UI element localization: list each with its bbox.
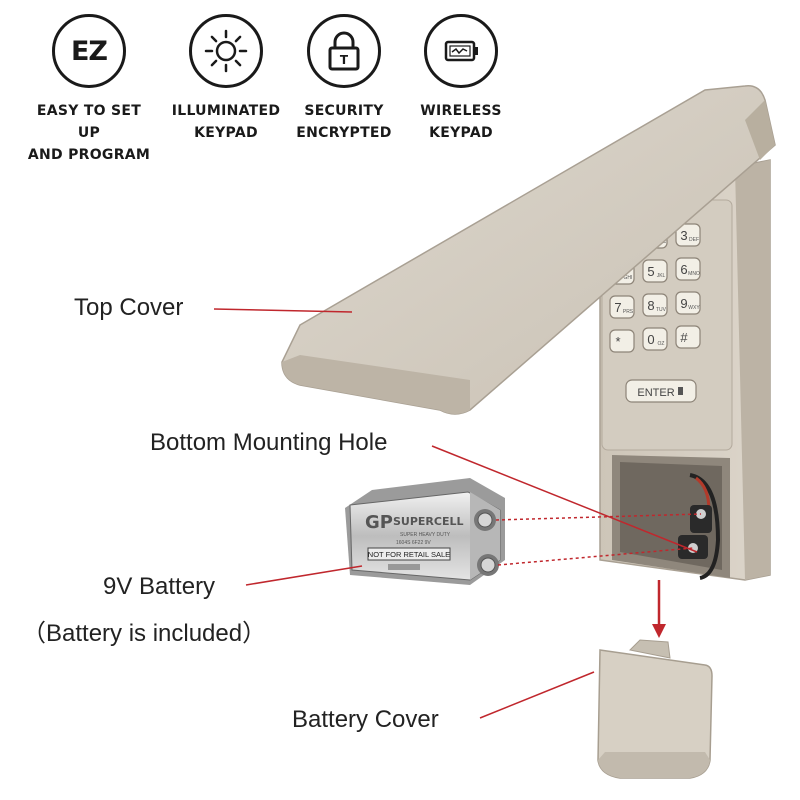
feature-caption: SECURITY ENCRYPTED: [296, 100, 391, 144]
feature-security-encrypted: T SECURITY ENCRYPTED: [279, 14, 409, 144]
battery-cover: [597, 639, 713, 779]
battery-text-line: 1604S 6F22 9V: [396, 540, 431, 546]
callout-battery-cover: Battery Cover: [292, 706, 439, 733]
battery-text-line: SUPER HEAVY DUTY: [400, 532, 451, 538]
sun-icon: [189, 14, 263, 88]
keypad-key-letters: TUV: [656, 307, 667, 313]
leader-line-top-cover: [213, 308, 353, 313]
keypad-key-number: 8: [647, 298, 654, 313]
keypad-key-letters: DEF: [689, 237, 699, 243]
callout-top-cover: Top Cover: [74, 294, 184, 321]
callout-mounting-hole: Bottom Mounting Hole: [150, 429, 388, 456]
keypad-key-number: 6: [680, 262, 687, 277]
feature-caption: EASY TO SET UP AND PROGRAM: [24, 100, 154, 166]
keypad-key[interactable]: #: [675, 325, 701, 349]
keypad-key-number: 5: [647, 264, 654, 279]
battery-compartment: [612, 455, 730, 580]
feature-caption-line: EASY TO SET UP: [36, 103, 142, 141]
keypad-key-letters: PRS: [623, 309, 634, 315]
padlock-icon: T: [307, 14, 381, 88]
keypad-key-letters: JKL: [657, 273, 666, 279]
enter-key-label: ENTER: [637, 387, 674, 399]
leader-lines: [213, 308, 698, 719]
keypad-key-number: 3: [680, 228, 687, 243]
keypad-key-number: #: [680, 330, 688, 345]
keypad-key-letters: OZ: [658, 341, 665, 347]
top-cover: [281, 85, 776, 415]
sun-icon-graphic: [204, 29, 248, 73]
feature-caption: WIRELESS KEYPAD: [420, 100, 501, 144]
leader-line-mounting-hole: [431, 445, 698, 553]
feature-caption-line: KEYPAD: [429, 125, 493, 141]
ez-badge-text: EZ: [70, 35, 108, 67]
padlock-icon-graphic: T: [328, 31, 360, 71]
keypad-key-number: 0: [647, 332, 654, 347]
battery-model: SUPERCELL: [393, 515, 464, 528]
leader-line-battery-cover: [479, 671, 595, 719]
nine-volt-battery: GP SUPERCELL SUPER HEAVY DUTY 1604S 6F22…: [345, 478, 505, 585]
feature-caption-line: WIRELESS: [420, 103, 502, 119]
leader-line-battery: [245, 565, 363, 586]
feature-caption: ILLUMINATED KEYPAD: [172, 100, 281, 144]
keypad-key-letters: WXY: [688, 305, 700, 311]
keypad-key-number: 9: [680, 296, 687, 311]
feature-caption-line: ENCRYPTED: [296, 125, 392, 141]
callout-battery: 9V Battery: [103, 573, 216, 600]
enter-key: ENTER: [625, 379, 697, 403]
feature-caption-line: AND PROGRAM: [27, 147, 151, 163]
callout-battery-note: （Battery is included）: [22, 620, 267, 647]
feature-caption-line: SECURITY: [304, 103, 384, 119]
battery-icon-graphic: [444, 40, 478, 62]
battery-icon: [424, 14, 498, 88]
keypad-key-letters: MNO: [688, 271, 700, 277]
keypad-key-letters: GHI: [624, 275, 633, 281]
feature-caption-line: KEYPAD: [194, 125, 258, 141]
battery-brand: GP: [365, 512, 393, 533]
feature-easy-setup: EZ EASY TO SET UP AND PROGRAM: [24, 14, 154, 166]
feature-caption-line: ILLUMINATED: [171, 103, 281, 119]
arrow-down-icon: [652, 580, 666, 638]
feature-wireless-keypad: WIRELESS KEYPAD: [396, 14, 526, 144]
keypad-key-number: 7: [614, 300, 621, 315]
padlock-letter: T: [340, 53, 349, 67]
battery-notice: NOT FOR RETAIL SALE: [368, 550, 450, 559]
battery-terminal: [688, 543, 698, 553]
keypad-key-number: *: [615, 334, 620, 349]
keypad-key[interactable]: *: [609, 329, 635, 353]
terminal-guide-lines: [495, 513, 702, 566]
feature-illuminated-keypad: ILLUMINATED KEYPAD: [161, 14, 291, 144]
ez-icon: EZ: [52, 14, 126, 88]
